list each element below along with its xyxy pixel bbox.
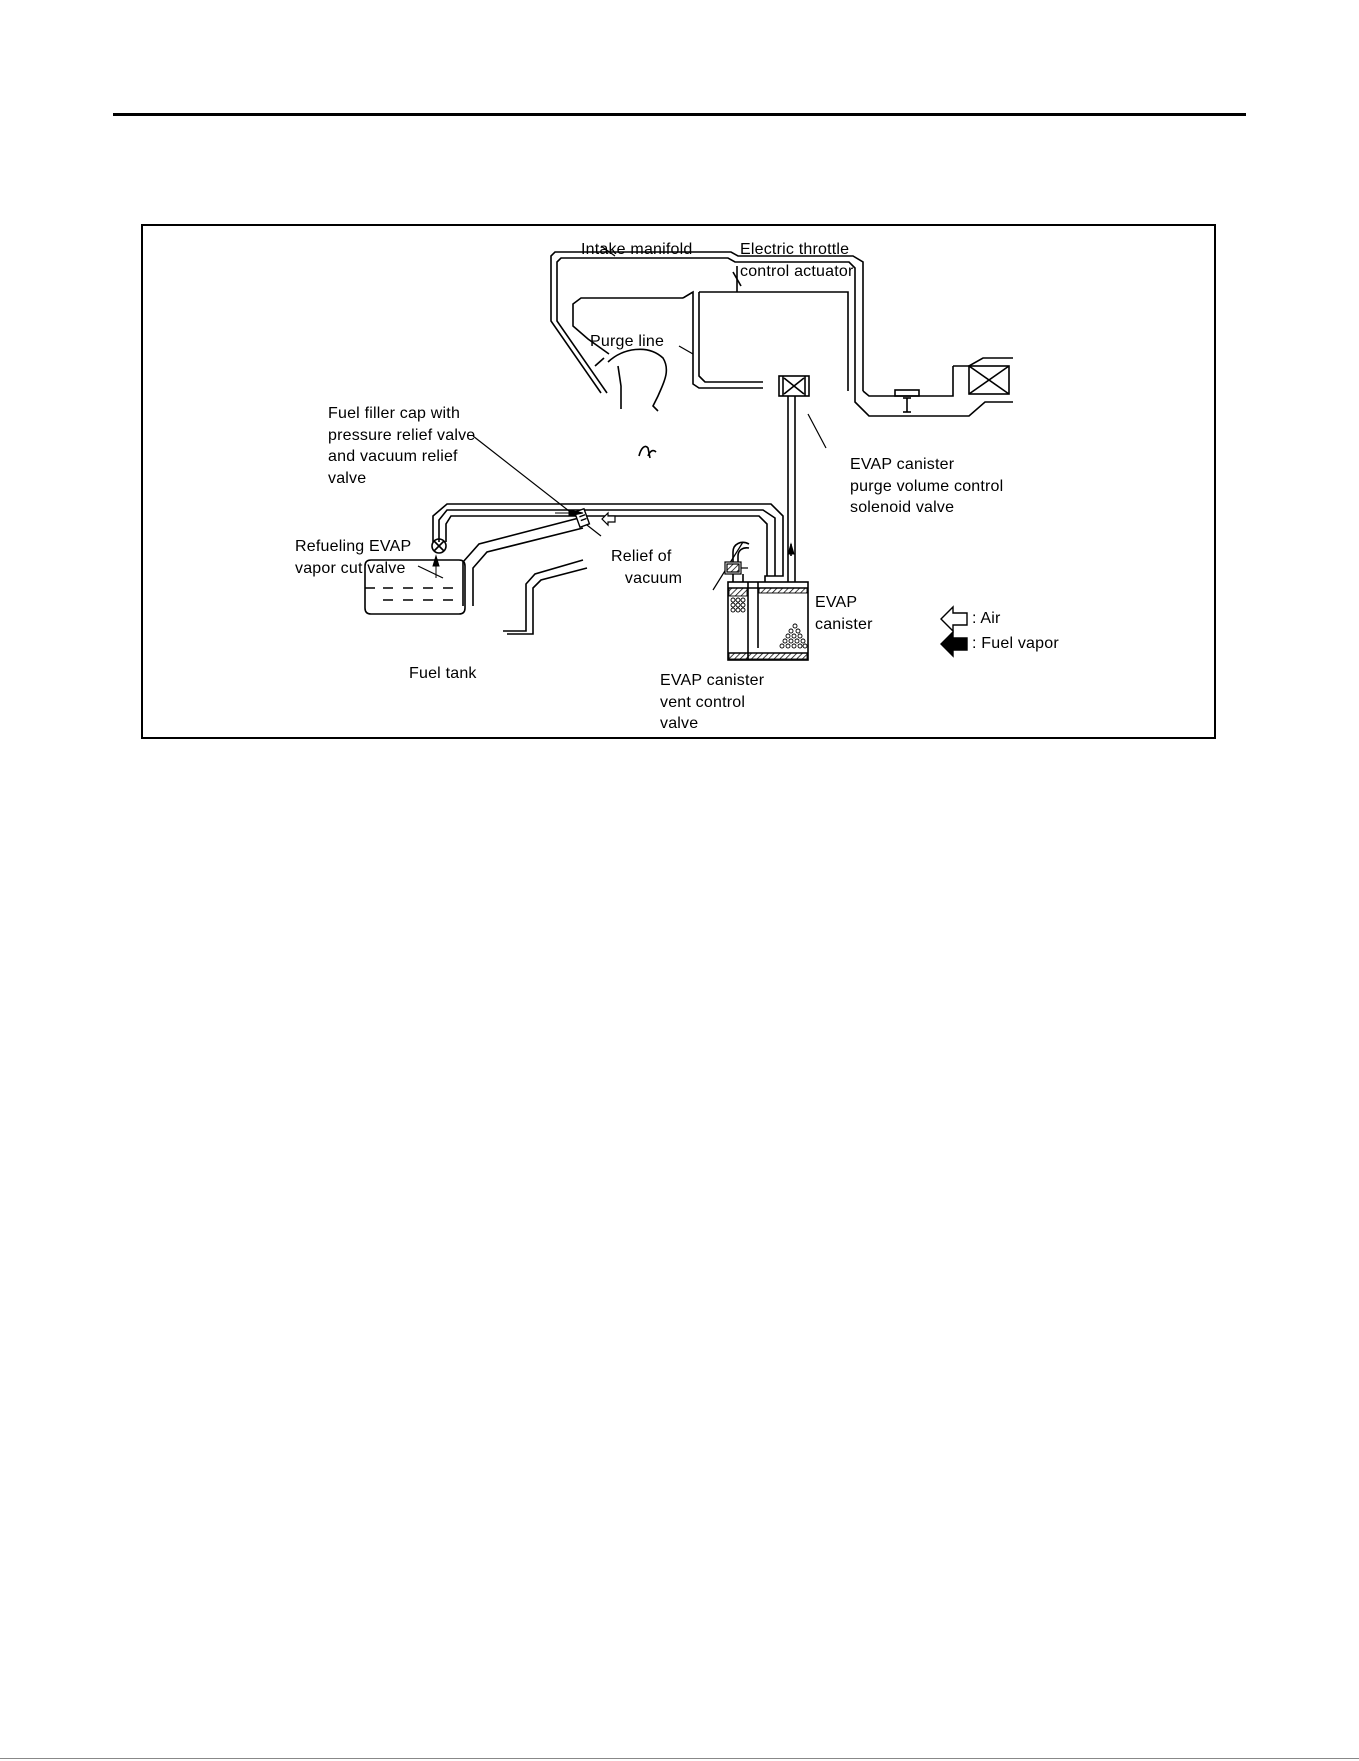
legend-air-label: : Air	[972, 610, 1001, 627]
flow-arrows	[432, 509, 795, 578]
relief-air-arrow	[601, 511, 616, 527]
legend-fuel-vapor-arrow	[940, 630, 968, 658]
legend-fuel-vapor-label: : Fuel vapor	[972, 635, 1059, 652]
air-duct	[854, 357, 1013, 417]
engine-head	[594, 348, 668, 459]
top-rule	[113, 113, 1246, 116]
label-relief-of-vacuum: Relief of vacuum	[611, 548, 683, 587]
label-vent-control-valve: EVAP canister vent control valve	[660, 672, 765, 732]
bottom-rule	[0, 1758, 1359, 1759]
legend-air-arrow	[940, 605, 968, 633]
throttle-valve	[732, 266, 849, 391]
canister-charcoal	[728, 587, 808, 660]
label-fuel-tank: Fuel tank	[409, 665, 477, 682]
label-cut-valve: Refueling EVAP vapor cut valve	[295, 538, 412, 577]
fuel-tank	[364, 538, 466, 615]
label-fuel-filler-cap: Fuel filler cap with pressure relief val…	[328, 405, 476, 487]
label-throttle-actuator: Electric throttle control actuator	[740, 241, 854, 280]
purge-solenoid-valve	[778, 375, 810, 397]
intake-manifold-pipe	[550, 251, 864, 409]
label-evap-canister: EVAP canister	[815, 594, 873, 633]
diagram-drawing	[364, 245, 1013, 661]
label-purge-solenoid: EVAP canister purge volume control solen…	[850, 456, 1004, 516]
filler-pipe	[462, 517, 588, 635]
vent-control-valve	[724, 561, 748, 575]
label-purge-line: Purge line	[590, 333, 665, 350]
label-intake-manifold: Intake manifold	[581, 241, 693, 258]
purge-line	[572, 290, 763, 389]
evap-system-diagram: Intake manifold Electric throttle contro…	[141, 224, 1216, 739]
